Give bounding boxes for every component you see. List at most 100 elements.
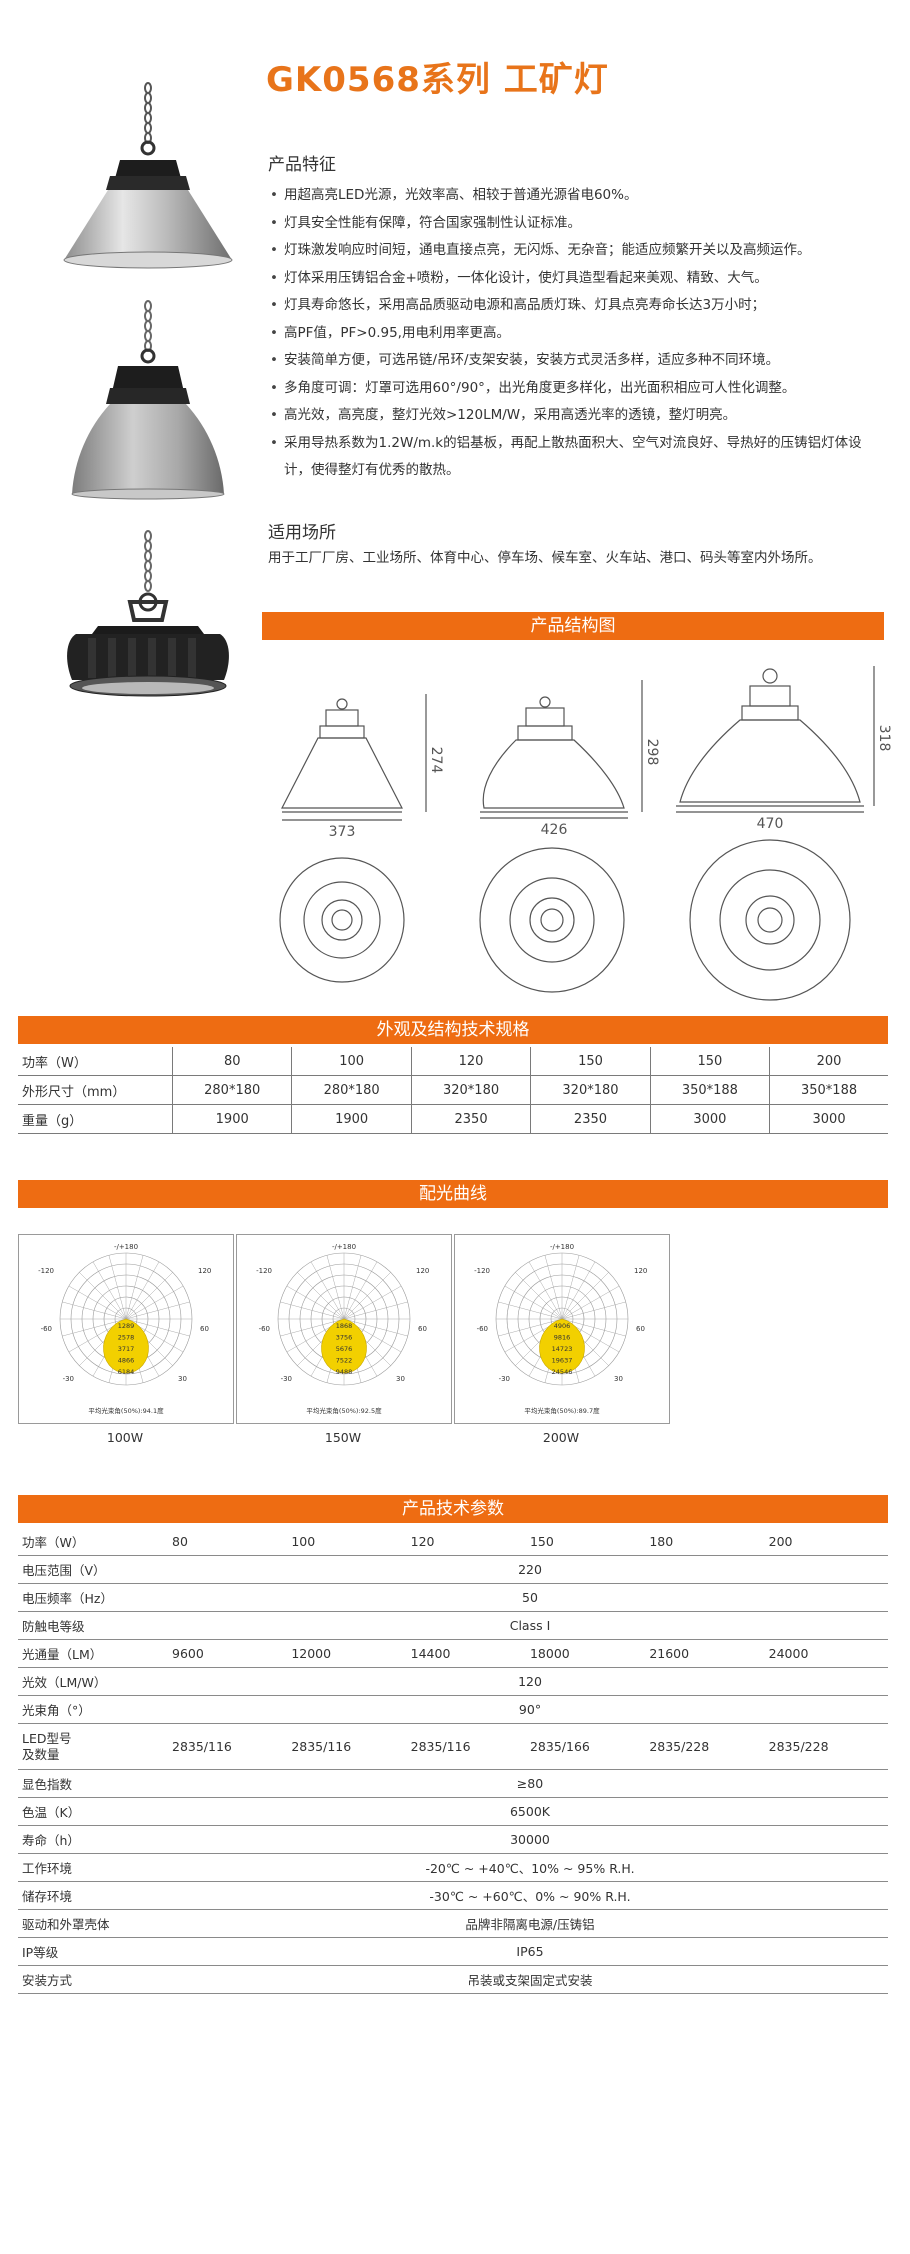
application-heading: 适用场所	[268, 523, 336, 543]
feature-item: 用超高亮LED光源，光效率高、相较于普通光源省电60%。	[268, 182, 888, 210]
polar-value-label: 24546	[552, 1368, 573, 1376]
polar-angle-label: -60	[477, 1325, 488, 1333]
polar-value-label: 2578	[118, 1334, 135, 1342]
polar-value-label: 9488	[336, 1368, 353, 1376]
polar-angle-label: -/+180	[550, 1243, 574, 1251]
polar-chart-2: 1868 3756 5676 7522 9488 -/+180 -120 120 -60 60 -3…	[236, 1234, 452, 1424]
table-row: 光通量（LM） 9600 12000 14400 18000 21600 240…	[18, 1639, 888, 1668]
feature-item: 高PF值，PF>0.95,用电利用率更高。	[268, 320, 888, 348]
feature-item: 安装简单方便，可选吊链/吊环/支架安装，安装方式灵活多样，适应多种不同环境。	[268, 347, 888, 375]
table-row: 储存环境-30℃ ~ +60℃、0% ~ 90% R.H.	[18, 1881, 888, 1910]
polar-value-label: 1868	[336, 1322, 353, 1330]
polar-footer: 平均光束角(50%):92.5度	[306, 1406, 382, 1415]
polar-angle-label: 60	[418, 1325, 427, 1333]
table-row: 显色指数≥80	[18, 1769, 888, 1798]
polar-footer: 平均光束角(50%):94.1度	[88, 1406, 164, 1415]
table-row: 色温（K）6500K	[18, 1797, 888, 1826]
lamp-photo-3	[67, 530, 229, 697]
polar-angle-label: 120	[198, 1267, 211, 1275]
dim-height-1: 274	[428, 747, 444, 774]
row-label: 外形尺寸（mm）	[18, 1075, 173, 1105]
polar-lobe	[539, 1318, 585, 1374]
polar-chart-3: 4906 9816 14723 19637 24546 -/+180 -120 120 -60 6…	[454, 1234, 670, 1424]
table-row: 功率（W） 80 100 120 150 150 200	[18, 1047, 888, 1076]
polar-angle-label: -/+180	[114, 1243, 138, 1251]
lamp-photo-2	[71, 300, 225, 500]
dim-width-2: 426	[541, 822, 568, 838]
table-row: 工作环境-20℃ ~ +40℃、10% ~ 95% R.H.	[18, 1853, 888, 1882]
feature-item: 灯具安全性能有保障，符合国家强制性认证标准。	[268, 210, 888, 238]
polar-angle-label: -30	[499, 1375, 510, 1383]
polar-angle-label: 30	[396, 1375, 405, 1383]
polar-angle-label: -30	[281, 1375, 292, 1383]
feature-item: 灯体采用压铸铝合金+喷粉，一体化设计，使灯具造型看起来美观、精致、大气。	[268, 265, 888, 293]
structure-side-view-1	[281, 698, 403, 813]
features-heading: 产品特征	[268, 155, 336, 175]
polar-caption-1: 100W	[106, 1430, 144, 1445]
page-title: GK0568系列 工矿灯	[266, 60, 609, 100]
feature-item: 采用导热系数为1.2W/m.k的铝基板，再配上散热面积大、空气对流良好、导热好的…	[268, 430, 888, 485]
params-bar: 产品技术参数	[18, 1495, 888, 1523]
appearance-bar: 外观及结构技术规格	[18, 1016, 888, 1044]
features-list: 用超高亮LED光源，光效率高、相较于普通光源省电60%。 灯具安全性能有保障，符…	[268, 182, 888, 485]
table-row: 光束角（°）90°	[18, 1695, 888, 1724]
polar-value-label: 3717	[118, 1345, 135, 1353]
light-curve-bar: 配光曲线	[18, 1180, 888, 1208]
polar-angle-label: 30	[178, 1375, 187, 1383]
polar-footer: 平均光束角(50%):89.7度	[524, 1406, 600, 1415]
polar-value-label: 3756	[336, 1334, 353, 1342]
feature-item: 灯珠激发响应时间短，通电直接点亮，无闪烁、无杂音；能适应频繁开关以及高频运作。	[268, 237, 888, 265]
dim-width-3: 470	[757, 816, 784, 832]
polar-value-label: 1289	[118, 1322, 135, 1330]
table-row: 功率（W） 80 100 120 150 180 200	[18, 1528, 888, 1556]
table-row: 驱动和外罩壳体品牌非隔离电源/压铸铝	[18, 1909, 888, 1938]
polar-value-label: 14723	[552, 1345, 573, 1353]
polar-angle-label: -60	[259, 1325, 270, 1333]
table-row: 寿命（h）30000	[18, 1825, 888, 1854]
polar-angle-label: 30	[614, 1375, 623, 1383]
polar-angle-label: -30	[63, 1375, 74, 1383]
polar-lobe	[103, 1318, 149, 1374]
application-text: 用于工厂厂房、工业场所、体育中心、停车场、候车室、火车站、港口、码头等室内外场所…	[268, 550, 822, 566]
structure-side-view-3	[676, 668, 864, 807]
polar-lobe	[321, 1318, 367, 1374]
dim-width-1: 373	[329, 824, 356, 840]
structure-side-view-2	[480, 696, 628, 813]
polar-chart-1: 1289 2578 3717 4866 6184 -/+180 -120 120 -60 60 -3…	[18, 1234, 234, 1424]
polar-angle-label: -120	[38, 1267, 54, 1275]
dim-height-3: 318	[876, 725, 892, 752]
polar-angle-label: -/+180	[332, 1243, 356, 1251]
row-label: 重量（g）	[18, 1104, 173, 1134]
structure-bar: 产品结构图	[262, 612, 884, 640]
table-row: 电压频率（Hz）50	[18, 1583, 888, 1612]
table-row: 外形尺寸（mm） 280*180 280*180 320*180 320*180…	[18, 1075, 888, 1105]
polar-angle-label: 120	[634, 1267, 647, 1275]
polar-value-label: 9816	[554, 1334, 571, 1342]
polar-angle-label: 120	[416, 1267, 429, 1275]
lamp-photo-1	[63, 82, 233, 269]
table-row: 安装方式吊装或支架固定式安装	[18, 1965, 888, 1994]
table-row: 电压范围（V）220	[18, 1555, 888, 1584]
polar-value-label: 7522	[336, 1357, 353, 1365]
polar-angle-label: -120	[474, 1267, 490, 1275]
polar-value-label: 4866	[118, 1357, 135, 1365]
polar-angle-label: 60	[636, 1325, 645, 1333]
params-table: 功率（W） 80 100 120 150 180 200 电压范围（V）220 …	[18, 1528, 888, 1994]
polar-value-label: 5676	[336, 1345, 353, 1353]
polar-angle-label: -60	[41, 1325, 52, 1333]
polar-value-label: 6184	[118, 1368, 135, 1376]
polar-angle-label: -120	[256, 1267, 272, 1275]
table-row: 光效（LM/W）120	[18, 1667, 888, 1696]
polar-caption-3: 200W	[542, 1430, 580, 1445]
row-label: 功率（W）	[18, 1047, 173, 1076]
polar-angle-label: 60	[200, 1325, 209, 1333]
feature-item: 多角度可调：灯罩可选用60°/90°，出光角度更多样化，出光面积相应可人性化调整…	[268, 375, 888, 403]
polar-value-label: 4906	[554, 1322, 571, 1330]
polar-value-label: 19637	[552, 1357, 573, 1365]
appearance-table: 功率（W） 80 100 120 150 150 200 外形尺寸（mm） 28…	[18, 1047, 888, 1134]
feature-item: 高光效，高亮度，整灯光效>120LM/W，采用高透光率的透镜，整灯明亮。	[268, 402, 888, 430]
table-row: LED型号及数量 2835/116 2835/116 2835/116 2835…	[18, 1723, 888, 1770]
table-row: 重量（g） 1900 1900 2350 2350 3000 3000	[18, 1104, 888, 1134]
dim-height-2: 298	[644, 739, 660, 766]
